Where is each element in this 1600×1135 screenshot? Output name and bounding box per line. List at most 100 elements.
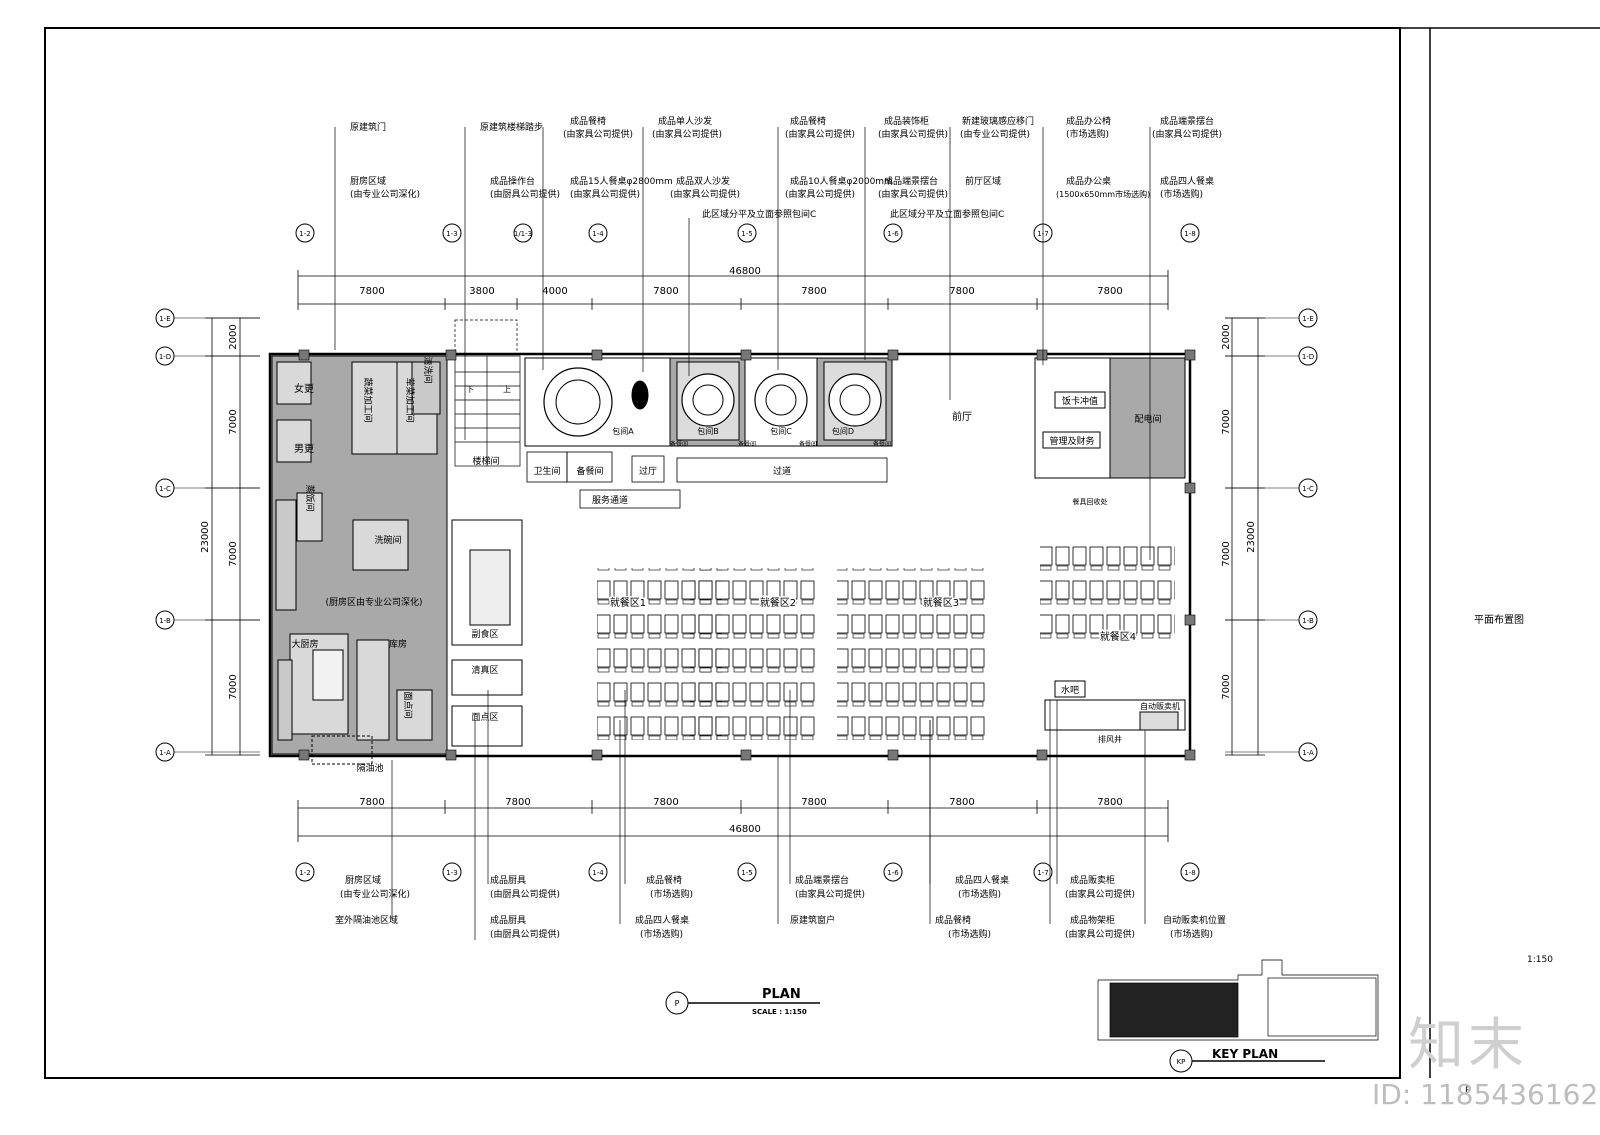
callout-text: 成品办公椅 <box>1066 115 1111 127</box>
room-label: 荤菜加工间 <box>404 377 416 422</box>
callout-text: 厨房区域 <box>350 175 386 187</box>
room-label: 卫生间 <box>533 465 560 477</box>
callout-text: (1500x650mm市场选购) <box>1056 189 1150 199</box>
callout-text: (由家具公司提供) <box>563 128 633 140</box>
dim-bottom-span: 7800 <box>505 797 530 808</box>
grid-label: 1-4 <box>592 869 604 877</box>
room-label: 排风井 <box>1098 734 1122 744</box>
dim-left-span: 7000 <box>228 674 239 699</box>
room-label: 蔬菜加工间 <box>362 377 374 422</box>
dim-left-span: 2000 <box>228 324 239 349</box>
grid-label: 1-E <box>1302 315 1313 323</box>
grid-label: 1-2 <box>299 869 310 877</box>
callout-text: 成品餐椅 <box>646 874 682 886</box>
room-label: 副食区 <box>471 628 498 640</box>
grid-label: 1-3 <box>446 869 457 877</box>
room-label: 上 <box>503 385 511 394</box>
grid-bubbles-top <box>295 223 1200 243</box>
callout-text: 原建筑窗户 <box>790 914 835 926</box>
dim-top-span: 3800 <box>469 286 494 297</box>
room-label: 就餐区4 <box>1100 630 1136 643</box>
callout-text: 成品办公桌 <box>1066 175 1111 187</box>
room-label: 自动贩卖机 <box>1140 701 1180 711</box>
callout-text: 厨房区域 <box>345 874 381 886</box>
room-label: 男更 <box>294 443 314 455</box>
room-label: 清洗间 <box>422 356 434 383</box>
stair <box>454 319 521 467</box>
grid-label: 1-B <box>1302 617 1314 625</box>
dim-right-span: 7000 <box>1221 674 1232 699</box>
dim-bottom-span: 7800 <box>949 797 974 808</box>
title-block-scale: 1:150 <box>1527 955 1553 965</box>
grid-label: 1-3 <box>446 230 457 238</box>
callout-text: 新建玻璃感应移门 <box>962 115 1034 127</box>
room-label: 就餐区3 <box>923 596 959 609</box>
callout-text: 成品操作台 <box>490 175 535 187</box>
plan-title: PLAN <box>762 987 801 1002</box>
callout-text: (由家具公司提供) <box>795 888 865 900</box>
watermark-logo: 知末 <box>1408 1013 1528 1078</box>
grid-label: 1-2 <box>299 230 310 238</box>
callout-text: (由厨具公司提供) <box>490 888 560 900</box>
room-label: 前厅 <box>952 410 972 423</box>
round-tables <box>543 367 882 437</box>
callout-text: 成品餐椅 <box>790 115 826 127</box>
room-label: 就餐区2 <box>760 596 796 609</box>
callout-text: 成品厨具 <box>490 914 526 926</box>
room-label: 女更 <box>294 382 314 395</box>
key-plan-tag: KP <box>1177 1058 1186 1066</box>
callout-leaders-top <box>334 127 1151 560</box>
grid-label: 1-4 <box>592 230 604 238</box>
callout-text: (由专业公司提供) <box>960 128 1030 140</box>
dim-right-span: 2000 <box>1221 324 1232 349</box>
room-label: 备餐间 <box>799 440 817 448</box>
callout-text: 成品四人餐桌 <box>955 874 1009 886</box>
room-label: 备餐间 <box>738 440 756 448</box>
water-bar <box>1044 680 1186 731</box>
callout-text: 成品物架柜 <box>1070 914 1115 926</box>
room-label: 过厅 <box>639 465 657 477</box>
room-label: 蒸饭间 <box>304 484 316 511</box>
room-label: 备餐间 <box>670 440 688 448</box>
room-label: 包间D <box>832 426 854 436</box>
dim-left-span: 7000 <box>228 541 239 566</box>
room-label: 就餐区1 <box>610 596 646 609</box>
callout-text: (由家具公司提供) <box>570 188 640 200</box>
dim-top-span: 7800 <box>359 286 384 297</box>
key-plan-title: KEY PLAN <box>1212 1047 1278 1061</box>
callout-text: (市场选购) <box>650 888 693 900</box>
room-label: 备餐间 <box>873 440 891 448</box>
grid-label: 1-6 <box>887 869 899 877</box>
bottom-dimensions <box>297 800 1169 842</box>
building-outline <box>268 352 1192 758</box>
kitchen-zone <box>271 355 448 765</box>
callout-text: (市场选购) <box>1066 128 1109 140</box>
grid-label: 1-5 <box>741 230 752 238</box>
drawing-name: 平面布置图 <box>1474 615 1524 626</box>
callout-text: 此区域分平及立面参照包间C <box>702 208 816 220</box>
room-label: 清真区 <box>471 664 498 676</box>
room-label: 餐具回收处 <box>1073 497 1108 506</box>
room-label: 洗碗间 <box>374 534 401 546</box>
dim-bottom-span: 7800 <box>1097 797 1122 808</box>
grid-label: 1-A <box>1302 749 1314 757</box>
callout-text: (由家具公司提供) <box>878 188 948 200</box>
callout-text: 成品单人沙发 <box>658 115 712 127</box>
room-label: 服务通道 <box>592 494 628 506</box>
room-label: 楼梯间 <box>472 455 499 467</box>
callout-text: (由专业公司深化) <box>340 888 410 900</box>
callout-text: (市场选购) <box>1170 928 1213 940</box>
grid-label: 1-6 <box>887 230 899 238</box>
callout-text: (由家具公司提供) <box>878 128 948 140</box>
callout-text: (由家具公司提供) <box>652 128 722 140</box>
grid-label: 1-D <box>1302 353 1314 361</box>
top-dimensions <box>297 270 1169 310</box>
grid-label: 1-D <box>159 353 171 361</box>
dim-bottom-span: 7800 <box>359 797 384 808</box>
dim-right-span: 7000 <box>1221 409 1232 434</box>
room-label: 库房 <box>389 638 407 650</box>
callout-text: (由家具公司提供) <box>670 188 740 200</box>
grid-label: 1-7 <box>1037 869 1048 877</box>
